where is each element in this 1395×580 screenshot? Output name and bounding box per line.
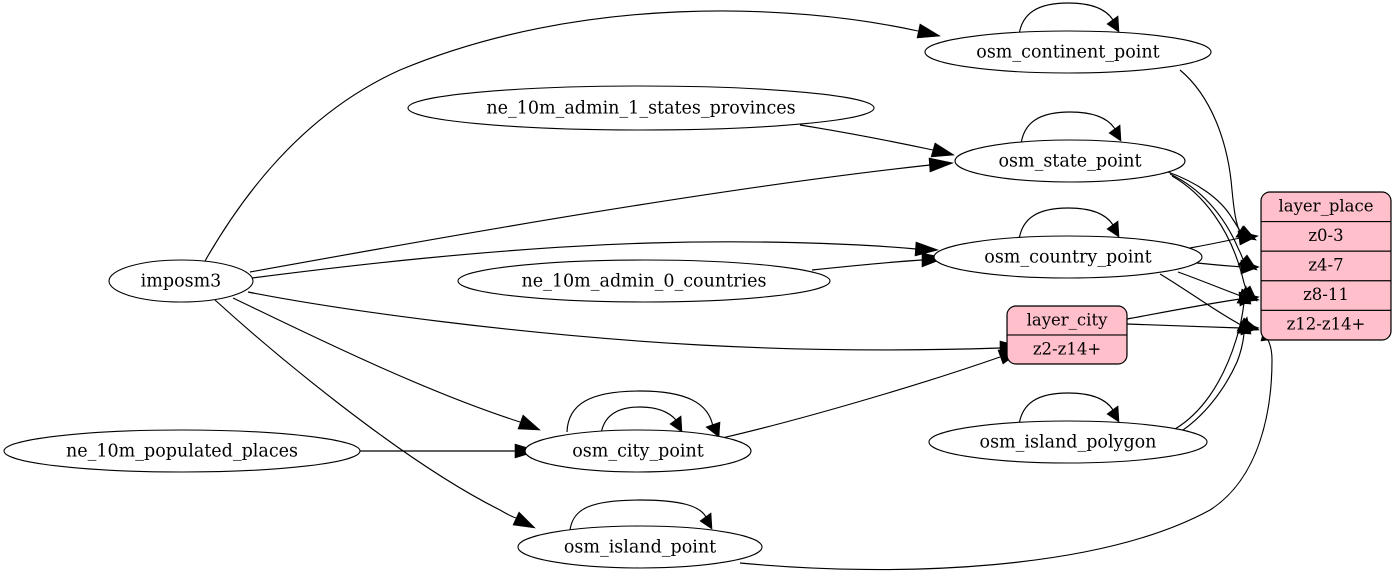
edge-osm_city_point-self-loop-inner [600, 406, 683, 435]
node-osm_country_point[interactable]: osm_country_point [933, 235, 1203, 279]
edge-osm_country_point-to-layer_place-z0-3 [1189, 230, 1259, 249]
node-label-imposm3: imposm3 [141, 272, 222, 292]
edge-osm_continent_point-self-loop [1018, 2, 1120, 36]
edge-osm_country_point-self-loop [1018, 207, 1120, 241]
node-imposm3[interactable]: imposm3 [108, 259, 254, 303]
node-osm_island_point[interactable]: osm_island_point [517, 525, 763, 569]
node-osm_island_polygon[interactable]: osm_island_polygon [928, 420, 1208, 464]
edge-imposm3-to-osm_continent_point [204, 10, 941, 262]
node-label-osm_island_point: osm_island_point [564, 538, 716, 558]
edge-osm_island_polygon-to-layer_place-z12-z14 [1179, 316, 1252, 433]
edge-imposm3-to-osm_state_point [249, 157, 955, 273]
node-osm_state_point[interactable]: osm_state_point [954, 139, 1186, 183]
edge-osm_country_point-to-layer_place-z4-7 [1196, 259, 1260, 275]
record-row-layer_place-z8-11[interactable]: z8-11 [1303, 285, 1349, 304]
record-layer_city[interactable]: layer_city z2-z14+ [1006, 305, 1128, 365]
edge-ne_10m_populated_places-to-osm_city_point [360, 443, 540, 459]
edge-osm_city_point-to-layer_city [721, 349, 1023, 439]
edge-layer_city-to-layer_place-z8-11 [1126, 291, 1260, 320]
edge-imposm3-to-osm_island_point [214, 299, 536, 529]
edge-ne_10m_admin_1_states_provinces-to-osm_state_point [799, 124, 955, 158]
edge-layer [204, 2, 1276, 571]
node-ne_10m_admin_1_states_provinces[interactable]: ne_10m_admin_1_states_provinces [407, 85, 875, 131]
node-label-ne_10m_admin_1_states_provinces: ne_10m_admin_1_states_provinces [486, 99, 795, 119]
record-row-layer_city-header: layer_city [1027, 311, 1108, 330]
edge-osm_state_point-self-loop [1020, 111, 1122, 145]
edge-osm_city_point-self-loop-outer [566, 390, 721, 438]
record-layer: layer_city z2-z14+ layer_place z0-3 z4-7… [1006, 191, 1392, 365]
node-label-osm_country_point: osm_country_point [984, 248, 1151, 268]
edge-osm_island_polygon-to-layer_place-z8-11 [1174, 285, 1252, 430]
record-row-layer_place-z4-7[interactable]: z4-7 [1308, 256, 1343, 275]
node-ne_10m_populated_places[interactable]: ne_10m_populated_places [3, 429, 361, 473]
edge-osm_island_point-self-loop [569, 499, 713, 531]
node-label-osm_island_polygon: osm_island_polygon [980, 433, 1157, 453]
node-osm_continent_point[interactable]: osm_continent_point [924, 30, 1212, 74]
edge-ne_10m_admin_0_countries-to-osm_country_point [811, 252, 947, 271]
node-layer: imposm3 ne_10m_populated_places ne_10m_a… [3, 30, 1212, 569]
record-row-layer_place-header: layer_place [1278, 197, 1373, 216]
edge-osm_island_polygon-self-loop [1018, 392, 1120, 426]
record-layer_place[interactable]: layer_place z0-3 z4-7 z8-11 z12-z14+ [1260, 191, 1392, 341]
node-ne_10m_admin_0_countries[interactable]: ne_10m_admin_0_countries [457, 259, 831, 303]
record-row-layer_place-z0-3[interactable]: z0-3 [1308, 226, 1343, 245]
edge-imposm3-to-osm_country_point [251, 241, 940, 279]
record-row-layer_place-z12-z14[interactable]: z12-z14+ [1287, 315, 1366, 334]
edge-osm_continent_point-to-layer_place-z0-3 [1179, 69, 1257, 241]
edge-imposm3-to-osm_city_point [232, 297, 541, 431]
node-label-osm_continent_point: osm_continent_point [976, 43, 1159, 63]
record-row-layer_city-z2-z14[interactable]: z2-z14+ [1033, 340, 1101, 359]
node-label-osm_city_point: osm_city_point [572, 442, 704, 462]
node-label-ne_10m_admin_0_countries: ne_10m_admin_0_countries [522, 272, 767, 292]
node-osm_city_point[interactable]: osm_city_point [524, 429, 752, 473]
node-label-osm_state_point: osm_state_point [998, 152, 1141, 172]
node-label-ne_10m_populated_places: ne_10m_populated_places [66, 442, 298, 462]
